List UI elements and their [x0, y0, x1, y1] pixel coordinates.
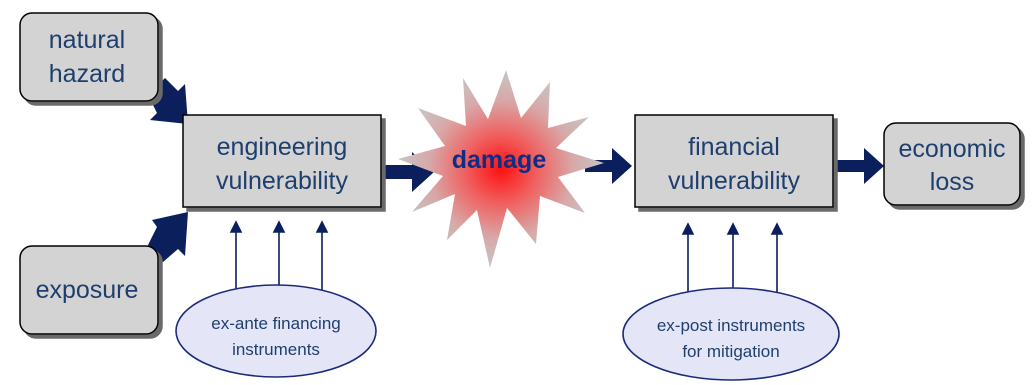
damage-burst: damage — [398, 70, 604, 268]
engineering-line1: engineering — [217, 133, 348, 161]
arrow-exposure-to-engineering — [148, 212, 188, 262]
natural-hazard-line2: hazard — [49, 60, 125, 88]
exposure-label: exposure — [36, 276, 139, 304]
box-financial-vulnerability: financial vulnerability — [634, 114, 834, 208]
arrow-financial-to-economic — [834, 148, 884, 184]
natural-hazard-line1: natural — [49, 26, 125, 54]
economic-loss-line1: economic — [899, 135, 1006, 163]
ex-ante-line1: ex-ante financing — [211, 314, 340, 333]
burst-star-shape — [398, 70, 604, 268]
economic-loss-line2: loss — [930, 168, 974, 196]
ex-post-line2: for mitigation — [682, 342, 779, 361]
damage-label: damage — [452, 146, 547, 174]
financial-line2: vulnerability — [668, 167, 801, 195]
thin-arrows-ex-ante — [229, 220, 329, 296]
financial-line1: financial — [688, 133, 780, 161]
engineering-line2: vulnerability — [216, 167, 349, 195]
box-natural-hazard: natural hazard — [19, 12, 159, 102]
ellipse-ex-ante: ex-ante financing instruments — [175, 284, 377, 378]
ellipse-ex-post: ex-post instruments for mitigation — [622, 287, 840, 381]
arrow-damage-to-financial — [585, 148, 632, 184]
box-engineering-vulnerability: engineering vulnerability — [182, 114, 382, 208]
box-exposure: exposure — [19, 245, 159, 335]
box-economic-loss: economic loss — [883, 122, 1021, 206]
thin-arrows-ex-post — [681, 222, 784, 298]
ex-post-line1: ex-post instruments — [657, 316, 805, 335]
ex-ante-line2: instruments — [232, 340, 320, 359]
